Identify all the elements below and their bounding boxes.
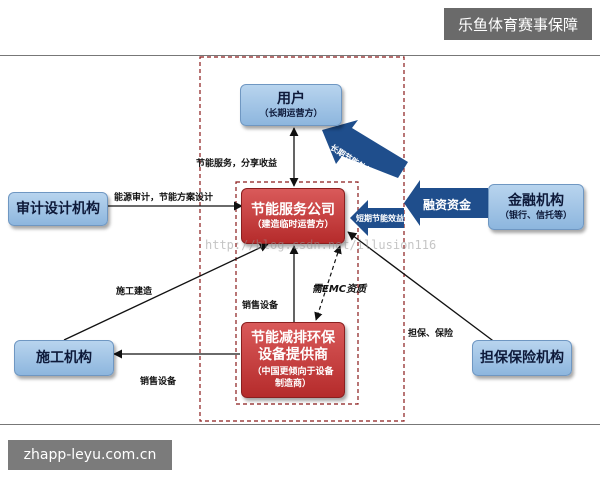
watermark-bottom: zhapp-leyu.com.cn [8, 440, 172, 470]
label-sell-equipment-2: 销售设备 [140, 377, 177, 387]
node-audit-title: 审计设计机构 [16, 200, 100, 217]
outer-dashed-frame [199, 56, 405, 422]
node-finance-sub: （银行、信托等） [499, 210, 572, 221]
node-finance-title: 金融机构 [508, 192, 564, 209]
label-build: 施工建造 [116, 287, 153, 297]
bottom-rule [0, 424, 600, 425]
financing-label: 融资资金 [423, 198, 472, 212]
big-arrow-financing [404, 180, 488, 226]
label-guarantee-insurance: 担保、保险 [408, 329, 454, 339]
node-user-title: 用户 [277, 90, 305, 107]
top-rule [0, 55, 600, 56]
node-user: 用户 （长期运营方） [240, 84, 342, 126]
watermark-url: http://blog.csdn.net/illusion116 [205, 238, 437, 252]
arrow-emc-dashed [314, 245, 342, 321]
node-service: 节能服务公司 （建造临时运营方） [241, 188, 345, 244]
inner-dashed-frame [235, 181, 359, 405]
label-energy-service: 节能服务，分享收益 [196, 159, 278, 169]
node-audit: 审计设计机构 [8, 192, 108, 226]
label-sell-equipment-1: 销售设备 [242, 301, 279, 311]
node-supplier-title: 节能减排环保设备提供商 [251, 330, 335, 363]
node-construction-title: 施工机构 [36, 349, 92, 366]
node-service-sub: （建造临时运营方） [252, 219, 334, 230]
node-guarantee-title: 担保保险机构 [480, 349, 564, 366]
node-user-sub: （长期运营方） [259, 108, 323, 119]
label-audit-design: 能源审计，节能方案设计 [114, 193, 214, 203]
arrow-construction-service [63, 243, 269, 341]
node-finance: 金融机构 （银行、信托等） [488, 184, 584, 230]
node-construction: 施工机构 [14, 340, 114, 376]
label-emc: 需EMC资质 [312, 284, 367, 295]
big-arrow-long-term [322, 120, 408, 178]
arrow-guarantee-service [347, 231, 501, 347]
short-term-label: 短期节能效益 [356, 214, 404, 223]
big-arrow-short-term [350, 200, 404, 236]
node-service-title: 节能服务公司 [251, 201, 335, 218]
watermark-top: 乐鱼体育赛事保障 [444, 8, 592, 40]
node-guarantee: 担保保险机构 [472, 340, 572, 376]
node-supplier: 节能减排环保设备提供商 （中国更倾向于设备制造商） [241, 322, 345, 398]
node-supplier-sub: （中国更倾向于设备制造商） [252, 367, 334, 389]
